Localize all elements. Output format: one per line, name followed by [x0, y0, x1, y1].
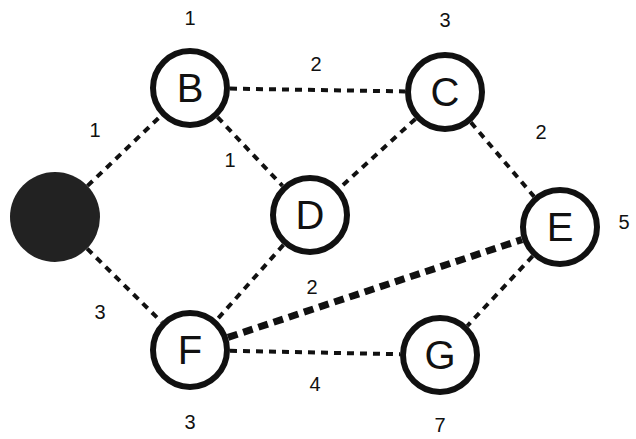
dashed-edge	[228, 240, 522, 338]
distance-number: 1	[184, 8, 195, 28]
dashed-edge	[217, 245, 284, 320]
graph-node: C3	[405, 52, 485, 132]
graph-node: F3	[150, 310, 230, 390]
dashed-edge	[230, 351, 400, 354]
edge-weight: 2	[308, 53, 323, 75]
node-letter: F	[178, 330, 202, 370]
edge-weight: 4	[307, 373, 322, 395]
dashed-edge	[230, 89, 405, 92]
distance-number: 7	[434, 415, 445, 435]
distance-number: 3	[439, 10, 450, 30]
dashed-edge	[218, 117, 283, 186]
node-letter: D	[296, 195, 325, 235]
node-letter: G	[424, 335, 455, 375]
node-letter: C	[431, 72, 460, 112]
dashed-edge	[471, 122, 534, 196]
node-letter: B	[177, 68, 204, 108]
dashed-edge	[88, 116, 162, 186]
node-circle	[10, 172, 100, 262]
edge-weight: 3	[92, 301, 107, 323]
distance-number: 3	[184, 412, 195, 432]
graph-node: D	[270, 175, 350, 255]
graph-node: G7	[400, 315, 480, 395]
edge-weight: 1	[222, 149, 237, 171]
edge-weight: 2	[304, 276, 319, 298]
dashed-edge	[467, 256, 532, 326]
distance-number: 5	[618, 212, 629, 232]
node-letter: E	[547, 207, 574, 247]
edge-weight: 2	[533, 121, 548, 143]
start-node	[10, 172, 100, 262]
dashed-edge	[340, 119, 416, 188]
graph-node: E5	[520, 187, 600, 267]
edge-weight: 1	[87, 119, 102, 141]
graph-node: B1	[150, 48, 230, 128]
